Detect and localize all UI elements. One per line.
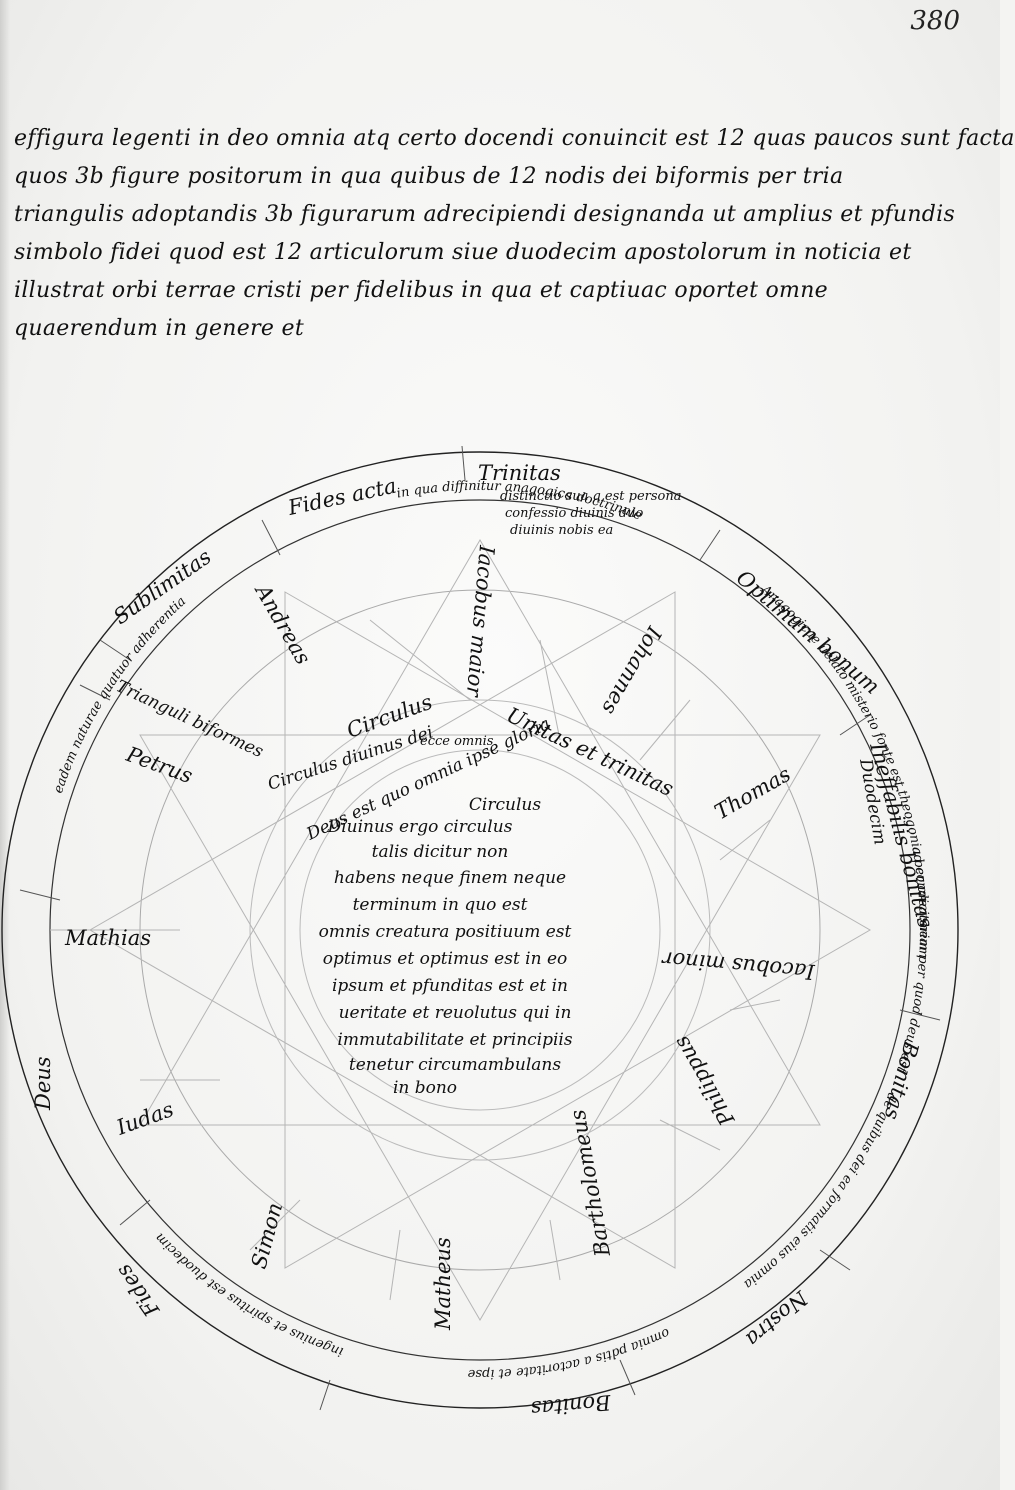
fourth-circle	[249, 699, 711, 1161]
manuscript-text-block: effigura legenti in deo omnia atq certo …	[14, 120, 1015, 348]
text-line: simbolo fidei quod est 12 articulorum si…	[14, 240, 912, 265]
outer-ring-text-5: de quibus dei ea formatis eius omnia	[741, 1091, 900, 1292]
ring-sublabel: confessio diuinis duo	[505, 506, 643, 521]
outer-ring-text: de quibus dei ea formatis eius omnia	[741, 1091, 900, 1292]
ring-label-trinitas: Trinitas	[478, 461, 561, 485]
apostle-label: Andreas	[250, 579, 316, 669]
outer-ring-text: ingenius et spiritus est duodecim	[152, 1230, 345, 1359]
text-line: quos 3b figure positorum in qua quibus d…	[14, 164, 844, 189]
apostle-label: Philippus	[669, 1032, 740, 1131]
triangle-construction-lines	[50, 539, 871, 1321]
folio-number: 380	[910, 6, 960, 36]
apostle-label: Iudas	[113, 1097, 177, 1140]
ring-label-optimum-bonum: Optimum bonum	[732, 565, 884, 698]
center-line: tenetur circumambulans	[349, 1055, 561, 1075]
outer-ring-text-3: omnia pdtis a actoritate et ipse	[467, 1325, 672, 1382]
outer-ring-text-4: ingenius et spiritus est duodecim	[152, 1230, 345, 1359]
inner-label: ecce omnis	[420, 734, 494, 749]
center-line: optimus et optimus est in eo	[323, 949, 568, 969]
center-text: Circulus Diuinus ergo circulus talis dic…	[319, 795, 573, 1098]
center-line: in bono	[393, 1078, 457, 1098]
apostle-label: Bartholomeus	[565, 1108, 615, 1260]
center-line: habens neque finem neque	[334, 868, 566, 888]
inner-circle	[299, 749, 661, 1111]
binding-edge	[0, 0, 10, 1490]
apostle-label: Thomas	[711, 762, 795, 825]
center-line: omnis creatura positiuum est	[319, 922, 572, 942]
text-line: triangulis adoptandis 3b figurarum adrec…	[14, 202, 956, 227]
outer-ring-text: omnia pdtis a actoritate et ipse	[467, 1325, 672, 1382]
ring-dividers	[19, 445, 941, 1411]
center-line: Diuinus ergo circulus	[327, 817, 513, 837]
center-line: immutabilitate et principiis	[337, 1030, 572, 1050]
apostle-label: Iohannes	[597, 622, 667, 719]
text-line: effigura legenti in deo omnia atq certo …	[14, 126, 1015, 151]
apostle-label: Iacobus maior	[462, 544, 499, 700]
apostle-label: Mathias	[64, 926, 151, 950]
text-line: illustrat orbi terrae cristi per fidelib…	[14, 278, 828, 303]
ring-label-fides: Fides	[111, 1259, 165, 1321]
center-line: talis dicitur non	[372, 842, 509, 862]
ring-label-nostra: Nostra	[741, 1286, 813, 1352]
apostle-label: Simon	[247, 1200, 288, 1271]
apostle-label: Petrus	[122, 742, 196, 788]
outer-circle	[1, 451, 959, 1409]
ring-label-deus: Deus	[31, 1056, 55, 1111]
center-line: ipsum et pfunditas est et in	[332, 976, 568, 996]
ring-label-bonitas-bottom: Bonitas	[530, 1390, 613, 1421]
apostle-label: Matheus	[431, 1237, 455, 1331]
ring-label-fides-acta: Fides acta	[285, 474, 398, 521]
center-line: terminum in quo est	[353, 895, 528, 915]
ring-sublabel: diuinis nobis ea	[510, 523, 613, 538]
center-line: ueritate et reuolutus qui in	[339, 1003, 572, 1023]
apostle-label: Iacobus minor	[659, 947, 816, 984]
ring-label-bonitas-right: Bonitas	[879, 1038, 923, 1123]
ring-sublabel: distinctio sua q est persona	[500, 489, 681, 504]
text-line: quaerendum in genere et	[14, 316, 304, 341]
center-line: Circulus	[469, 795, 541, 815]
inner-label: Unitas et trinitas	[503, 703, 677, 801]
